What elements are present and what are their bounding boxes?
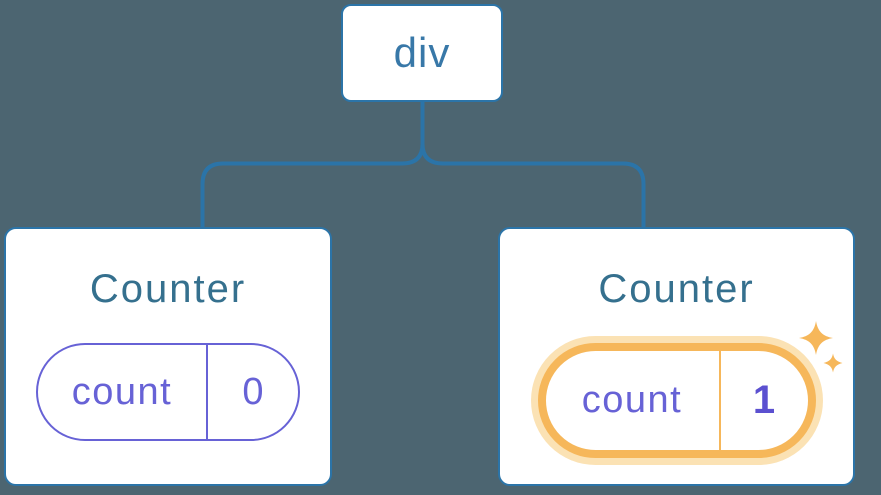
connector-left-branch [200,100,425,229]
sparkles-icon [799,321,843,373]
state-value-cell: 0 [208,345,298,439]
root-node: div [341,4,503,102]
state-pill: count 0 [36,343,300,441]
root-node-label: div [393,29,451,76]
connector-right-branch [420,100,646,229]
counter-card-left: Counter count 0 [4,227,332,486]
sparkle-small-icon [823,353,843,373]
state-label: count [71,370,173,413]
state-value: 0 [242,370,264,413]
state-value: 1 [752,378,776,422]
state-label: count [581,379,683,421]
state-label-cell: count [546,351,721,450]
counter-card-right: Counter count 1 [498,227,855,486]
card-title: Counter [598,267,755,311]
card-title: Counter [89,267,247,311]
state-value-cell: 1 [721,351,808,450]
state-label-cell: count [38,345,208,439]
sparkle-large-icon [799,321,833,355]
state-pill-highlighted: count 1 [537,343,816,458]
